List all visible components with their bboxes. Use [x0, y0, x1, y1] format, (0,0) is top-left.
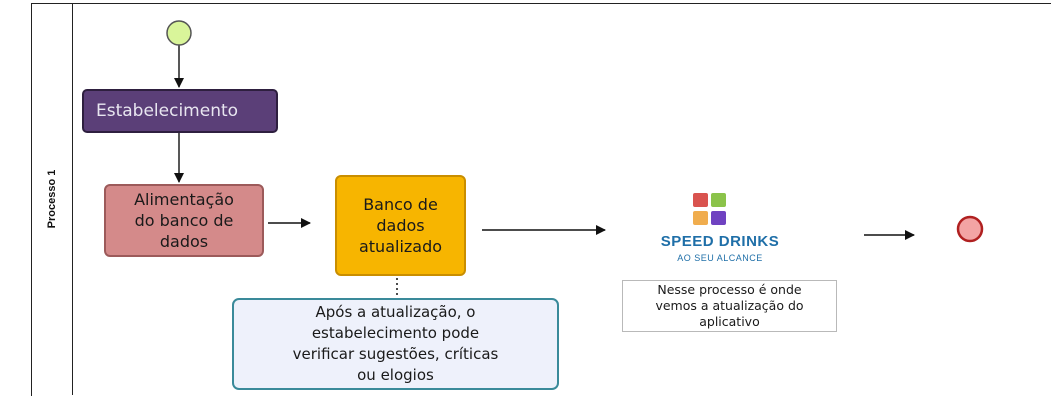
process-description-box: Nesse processo é onde vemos a atualizaçã… [622, 280, 837, 332]
process-description-line-3: aplicativo [699, 314, 760, 329]
logo-tile-purple [711, 211, 726, 225]
logo-title: SPEED DRINKS [660, 233, 780, 250]
start-event [166, 20, 192, 46]
task-banco-line-3: atualizado [358, 237, 443, 256]
annotation-line-2: estabelecimento pode [311, 324, 480, 342]
logo-tile-orange [693, 211, 708, 225]
logo-subtitle: AO SEU ALCANCE [677, 253, 763, 263]
speed-drinks-logo: SPEED DRINKS AO SEU ALCANCE [640, 191, 800, 267]
task-alimentacao: Alimentação do banco de dados [104, 184, 264, 257]
process-description-line-2: vemos a atualização do [655, 298, 804, 313]
task-banco-de-dados: Banco de dados atualizado [335, 175, 466, 276]
lane-divider [72, 3, 73, 395]
task-estabelecimento: Estabelecimento [82, 89, 278, 133]
task-alimentacao-line-1: Alimentação [134, 190, 234, 209]
task-banco-line-2: dados [376, 216, 425, 235]
annotation-line-4: ou elogios [357, 366, 434, 384]
annotation-line-1: Após a atualização, o [315, 303, 476, 321]
task-banco-line-1: Banco de [363, 195, 438, 214]
end-event [956, 215, 984, 243]
task-alimentacao-line-2: do banco de [134, 211, 234, 230]
process-description-line-1: Nesse processo é onde [657, 282, 802, 297]
logo-tile-green [711, 193, 726, 207]
task-alimentacao-line-3: dados [159, 232, 209, 251]
annotation-line-3: verificar sugestões, críticas [292, 345, 499, 363]
task-estabelecimento-label: Estabelecimento [96, 101, 239, 121]
annotation-box: Após a atualização, o estabelecimento po… [232, 298, 559, 390]
pool-border [31, 3, 1051, 396]
logo-tile-red [693, 193, 708, 207]
